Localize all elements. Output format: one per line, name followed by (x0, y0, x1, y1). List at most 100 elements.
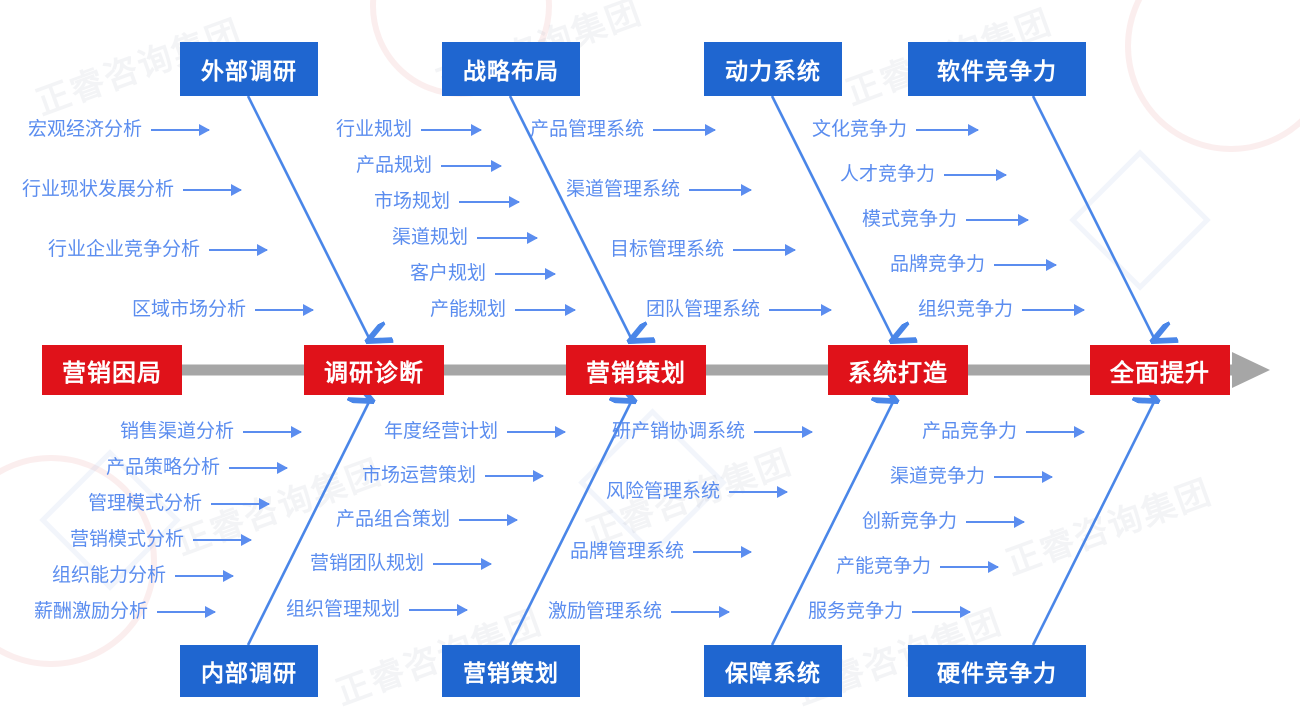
bone-item[interactable]: 薪酬激励分析 (34, 601, 217, 622)
category-label: 内部调研 (201, 660, 297, 686)
bone-item[interactable]: 营销团队规划 (310, 553, 493, 574)
bone-item-label: 销售渠道分析 (120, 421, 235, 442)
category-label: 战略布局 (463, 58, 559, 84)
category-box-bottom-3[interactable]: 保障系统 (704, 645, 842, 697)
category-box-top-3[interactable]: 动力系统 (704, 42, 842, 96)
bone-item[interactable]: 服务竞争力 (808, 602, 972, 621)
bone-item[interactable]: 组织能力分析 (52, 566, 235, 585)
bone-item[interactable]: 团队管理系统 (646, 300, 833, 319)
bone-item[interactable]: 行业规划 (336, 119, 483, 140)
bone-item-arrow-icon (912, 605, 972, 618)
bone-item[interactable]: 管理模式分析 (88, 494, 271, 513)
bone-item[interactable]: 行业现状发展分析 (22, 180, 243, 199)
bone-item-arrow-icon (515, 303, 577, 316)
bone-item[interactable]: 渠道竞争力 (890, 466, 1054, 487)
bone-item[interactable]: 客户规划 (410, 264, 557, 283)
spine-node-5[interactable]: 全面提升 (1090, 345, 1230, 395)
bone-item-label: 薪酬激励分析 (34, 601, 149, 622)
bone-item[interactable]: 产品策略分析 (106, 457, 289, 478)
bone-item[interactable]: 文化竞争力 (812, 119, 980, 140)
spine-node-2[interactable]: 调研诊断 (304, 345, 444, 395)
bone-item-label: 产品竞争力 (922, 421, 1018, 442)
bone-item[interactable]: 区域市场分析 (132, 300, 315, 319)
bone-item[interactable]: 产能竞争力 (836, 557, 1000, 576)
category-box-top-1[interactable]: 外部调研 (180, 42, 318, 96)
category-label: 硬件竞争力 (937, 660, 1057, 686)
bone-item[interactable]: 模式竞争力 (862, 209, 1030, 230)
bone-item-arrow-icon (994, 258, 1058, 271)
bone-item-label: 品牌管理系统 (570, 541, 685, 562)
category-box-bottom-4[interactable]: 硬件竞争力 (908, 645, 1086, 697)
bone-item[interactable]: 营销模式分析 (70, 529, 253, 550)
bone-item[interactable]: 宏观经济分析 (28, 120, 211, 139)
bone-item-label: 组织管理规划 (286, 599, 401, 620)
bone-item-label: 产能规划 (430, 299, 507, 320)
bone-item-label: 模式竞争力 (862, 209, 958, 230)
bone-item-label: 品牌竞争力 (890, 254, 986, 275)
bone-item[interactable]: 渠道管理系统 (566, 179, 753, 200)
spine-node-label: 系统打造 (848, 359, 948, 387)
bone-item[interactable]: 行业企业竞争分析 (48, 239, 269, 260)
bone-item[interactable]: 产能规划 (430, 299, 577, 320)
bone-item[interactable]: 品牌管理系统 (570, 541, 753, 562)
bone-item[interactable]: 渠道规划 (392, 227, 539, 248)
watermark-logo-circle (0, 455, 157, 667)
bone-item-label: 渠道规划 (392, 227, 469, 248)
category-box-top-2[interactable]: 战略布局 (442, 42, 580, 96)
bone-item-label: 营销模式分析 (70, 529, 185, 550)
bone-item-label: 产品策略分析 (106, 457, 221, 478)
bone-item[interactable]: 组织竞争力 (918, 299, 1086, 320)
bone-item[interactable]: 销售渠道分析 (120, 421, 303, 442)
category-label: 外部调研 (201, 58, 297, 84)
bone-item[interactable]: 产品管理系统 (530, 120, 717, 139)
bone-item-arrow-icon (151, 123, 211, 136)
bone-item-arrow-icon (940, 560, 1000, 573)
category-box-bottom-1[interactable]: 内部调研 (180, 645, 318, 697)
bone-item-label: 组织竞争力 (918, 299, 1014, 320)
bone-item[interactable]: 产品竞争力 (922, 421, 1086, 442)
bone-item-arrow-icon (689, 183, 753, 196)
bone-item[interactable]: 人才竞争力 (840, 165, 1008, 184)
spine-node-3[interactable]: 营销策划 (566, 345, 706, 395)
spine-node-4[interactable]: 系统打造 (828, 345, 968, 395)
bone-item[interactable]: 激励管理系统 (548, 601, 731, 622)
bone-item[interactable]: 品牌竞争力 (890, 254, 1058, 275)
bone-item[interactable]: 市场运营策划 (362, 465, 545, 486)
bone-item[interactable]: 创新竞争力 (862, 511, 1026, 532)
bone-item-label: 行业规划 (336, 119, 413, 140)
bone-item[interactable]: 产品组合策划 (336, 510, 519, 529)
category-box-top-4[interactable]: 软件竞争力 (908, 42, 1086, 96)
bone-item-label: 激励管理系统 (548, 601, 663, 622)
bone-item-label: 风险管理系统 (606, 481, 721, 502)
category-box-bottom-2[interactable]: 营销策划 (442, 645, 580, 697)
bone-item[interactable]: 市场规划 (374, 192, 521, 211)
bone-item-arrow-icon (653, 123, 717, 136)
bone-item-label: 市场运营策划 (362, 465, 477, 486)
bone-item-label: 行业企业竞争分析 (48, 239, 201, 260)
bone-item-arrow-icon (507, 425, 567, 438)
bone-item-label: 文化竞争力 (812, 119, 908, 140)
bone-item[interactable]: 研产销协调系统 (612, 422, 814, 441)
bone-item[interactable]: 目标管理系统 (610, 240, 797, 259)
bone-item-arrow-icon (459, 195, 521, 208)
bone-item-label: 创新竞争力 (862, 511, 958, 532)
category-label: 动力系统 (725, 58, 821, 84)
bone-item[interactable]: 产品规划 (356, 156, 503, 175)
bone-item[interactable]: 风险管理系统 (606, 481, 789, 502)
category-label: 保障系统 (725, 660, 821, 686)
bone-item[interactable]: 组织管理规划 (286, 599, 469, 620)
bone-item-arrow-icon (421, 123, 483, 136)
bone-item-arrow-icon (1022, 303, 1086, 316)
spine-node-label: 调研诊断 (324, 359, 424, 387)
bone-item-label: 营销团队规划 (310, 553, 425, 574)
bone-item[interactable]: 年度经营计划 (384, 421, 567, 442)
spine-node-1[interactable]: 营销困局 (42, 345, 182, 395)
bone-item-label: 渠道管理系统 (566, 179, 681, 200)
bone-item-arrow-icon (459, 513, 519, 526)
spine-node-label: 营销策划 (586, 359, 686, 387)
bone-item-arrow-icon (477, 231, 539, 244)
bone-item-arrow-icon (183, 183, 243, 196)
bone-item-label: 年度经营计划 (384, 421, 499, 442)
bone-item-label: 渠道竞争力 (890, 466, 986, 487)
